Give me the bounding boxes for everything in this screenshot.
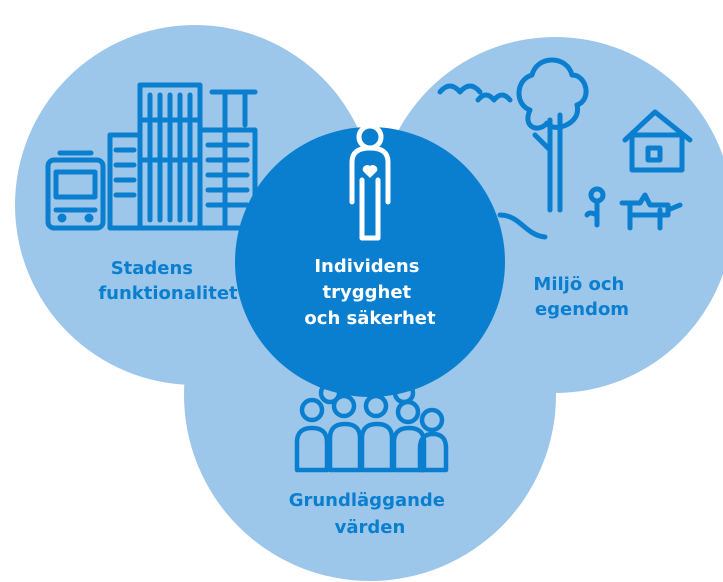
center-label-line: trygghet <box>323 282 412 303</box>
left-label-line: Stadens <box>111 258 193 279</box>
center-label-line: Individens <box>314 256 419 277</box>
left-label-line: funktionalitet <box>98 283 238 304</box>
tree-house-dog-birds-icon <box>437 57 693 240</box>
person-heart-icon <box>349 123 391 241</box>
center-label: Individens trygghet och säkerhet <box>304 256 436 329</box>
center-label-line: och säkerhet <box>304 308 436 329</box>
heart-icon <box>362 165 378 178</box>
bottom-label-line: värden <box>335 517 406 538</box>
right-label-line: Miljö och <box>533 274 624 295</box>
bottom-label-line: Grundläggande <box>289 490 445 511</box>
circle-center <box>235 127 505 397</box>
right-label: Miljö och egendom <box>533 274 630 320</box>
left-label: Stadens funktionalitet <box>98 258 238 304</box>
right-label-line: egendom <box>535 299 629 320</box>
city-buildings-bus-icon <box>45 82 258 231</box>
bottom-label: Grundläggande värden <box>289 490 452 538</box>
